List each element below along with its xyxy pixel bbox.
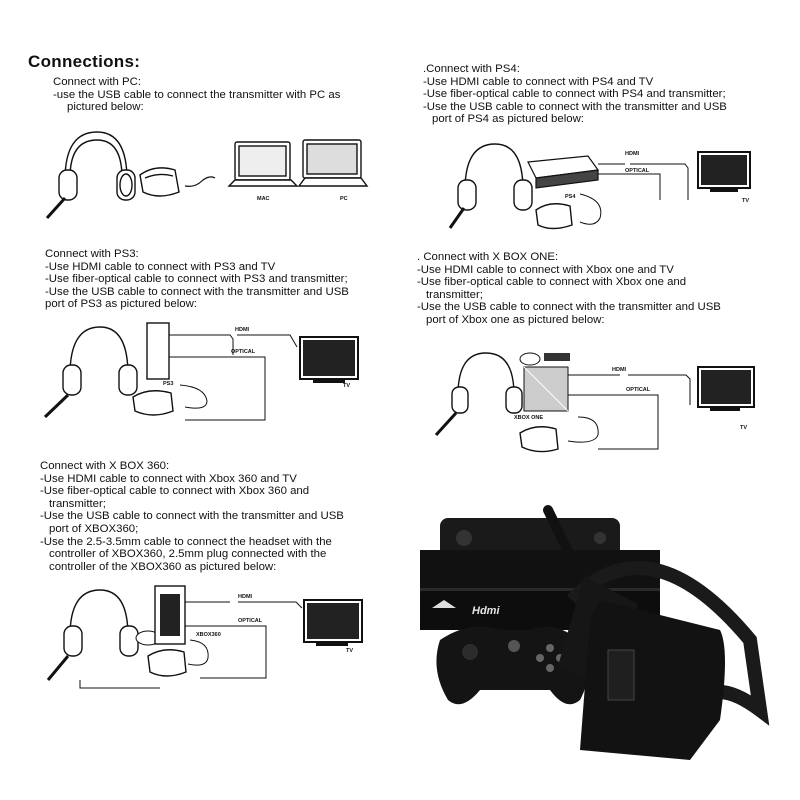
hdmi-label: HDMI: [625, 151, 640, 157]
ps4-line-4: port of PS4 as pictured below:: [432, 113, 584, 126]
wireless-headset-icon: [543, 505, 770, 760]
ps4-line-3: -Use the USB cable to connect with the t…: [423, 100, 727, 113]
xboxone-line-3: transmitter;: [426, 288, 483, 301]
hdmi-badge: Hdmi: [472, 605, 500, 617]
usb-cable: [179, 384, 208, 409]
ps4-heading: .Connect with PS4:: [423, 63, 520, 75]
xboxone-console-icon: [523, 366, 569, 412]
ps3-label: PS3: [163, 381, 173, 387]
tv-label: TV: [742, 198, 749, 204]
xbox360-line-2: -Use fiber-optical cable to connect with…: [40, 485, 310, 498]
ps3-line-3: -Use the USB cable to connect with the t…: [45, 285, 349, 298]
pc-heading: Connect with PC:: [53, 76, 141, 88]
tv-icon: [697, 366, 755, 411]
ps4-label: PS4: [565, 194, 576, 200]
hdmi-label: HDMI: [235, 327, 250, 333]
hdmi-label: HDMI: [238, 594, 253, 600]
mac-laptop-icon: [227, 141, 299, 187]
tv-label: TV: [343, 383, 350, 389]
xbox360-heading: Connect with X BOX 360:: [40, 460, 170, 472]
xbox360-line-3: transmitter;: [49, 497, 106, 510]
hdmi-cable: [169, 334, 298, 355]
optical-label: OPTICAL: [238, 618, 263, 624]
xbox360-line-8: controller of the XBOX360 as pictured be…: [49, 560, 277, 573]
headset-icon: [46, 589, 160, 689]
usb-cable: [187, 639, 209, 666]
ps3-console-icon: [146, 322, 170, 380]
xboxone-line-4: -Use the USB cable to connect with the t…: [417, 301, 721, 314]
xbox360-line-4: -Use the USB cable to connect with the t…: [40, 510, 344, 523]
pc-section: Connect with PC: -use the USB cable to c…: [53, 76, 340, 114]
xboxone-label: XBOX ONE: [514, 415, 543, 421]
hdmi-label: HDMI: [612, 367, 627, 373]
xbox360-line-1: -Use HDMI cable to connect with Xbox 360…: [40, 472, 297, 485]
hdmi-cable: [568, 374, 691, 405]
ps4-line-2: -Use fiber-optical cable to connect with…: [423, 88, 726, 101]
ps3-line-1: -Use HDMI cable to connect with PS3 and …: [45, 260, 276, 273]
gamepad-icon: [519, 352, 570, 366]
xbox360-console-icon: [154, 585, 186, 645]
xboxone-heading: . Connect with X BOX ONE:: [417, 251, 559, 263]
ps4-line-1: -Use HDMI cable to connect with PS4 and …: [423, 75, 654, 88]
optical-cable: [568, 394, 659, 450]
hdmi-cable: [598, 163, 689, 200]
tv-icon: [697, 151, 751, 192]
product-photo: Hdmi: [420, 505, 770, 760]
hdmi-cable: [185, 601, 303, 609]
xbox360-line-7: controller of XBOX360, 2.5mm plug connec…: [49, 548, 327, 561]
xboxone-section: . Connect with X BOX ONE: -Use HDMI cabl…: [417, 251, 721, 327]
xboxone-diagram: HDMI OPTICAL XBOX ONE TV: [434, 352, 755, 453]
transmitter-icon: [519, 426, 559, 453]
ps4-section: .Connect with PS4: -Use HDMI cable to co…: [423, 63, 727, 126]
optical-label: OPTICAL: [626, 387, 651, 393]
headset-icon: [434, 352, 523, 437]
ps3-section: Connect with PS3: -Use HDMI cable to con…: [45, 248, 349, 311]
transmitter-icon: [139, 167, 180, 197]
optical-cable: [185, 625, 267, 679]
pc-line-2: pictured below:: [67, 101, 144, 114]
tv-icon: [303, 599, 363, 646]
optical-cable: [169, 356, 266, 421]
usb-cable: [567, 416, 599, 443]
usb-cable: [184, 176, 216, 187]
ps3-line-2: -Use fiber-optical cable to connect with…: [45, 273, 348, 286]
ps3-diagram: HDMI OPTICAL PS3 TV: [43, 322, 359, 421]
optical-label: OPTICAL: [231, 349, 256, 355]
xbox360-section: Connect with X BOX 360: -Use HDMI cable …: [40, 460, 344, 573]
tv-label: TV: [346, 648, 353, 654]
kinect-sensor-icon: [440, 518, 620, 560]
page-title: Connections:: [28, 52, 141, 71]
pc-laptop-icon: [297, 139, 369, 187]
usb-cable: [579, 193, 602, 225]
optical-label: OPTICAL: [625, 168, 650, 174]
transmitter-icon: [132, 390, 174, 416]
optical-cable: [598, 173, 661, 200]
transmitter-icon: [535, 203, 573, 230]
ps4-diagram: HDMI OPTICAL PS4 TV: [448, 143, 751, 230]
headset-icon: [45, 131, 136, 220]
xboxone-line-1: -Use HDMI cable to connect with Xbox one…: [417, 263, 674, 276]
warning-icon: [432, 600, 456, 608]
xbox360-diagram: HDMI OPTICAL XBOX360 TV: [46, 585, 363, 689]
mac-label: MAC: [257, 196, 270, 202]
headset-icon: [43, 326, 138, 419]
tv-icon: [299, 336, 359, 383]
ps3-heading: Connect with PS3:: [45, 248, 139, 260]
xboxone-line-2: -Use fiber-optical cable to connect with…: [417, 276, 687, 289]
xbox360-line-5: port of XBOX360;: [49, 522, 139, 535]
ps4-console-icon: [527, 155, 600, 189]
xboxone-line-5: port of Xbox one as pictured below:: [426, 313, 605, 326]
ps3-line-4: port of PS3 as pictured below:: [45, 298, 197, 311]
xbox360-line-6: -Use the 2.5-3.5mm cable to connect the …: [40, 535, 332, 548]
tv-label: TV: [740, 425, 747, 431]
transmitter-icon: [147, 649, 187, 677]
pc-line-1: -use the USB cable to connect the transm…: [53, 88, 341, 101]
headset-icon: [448, 143, 533, 229]
xbox360-label: XBOX360: [196, 632, 221, 638]
controller-icon: [436, 626, 588, 705]
pc-label: PC: [340, 196, 348, 202]
pc-diagram: MAC PC: [45, 131, 369, 220]
